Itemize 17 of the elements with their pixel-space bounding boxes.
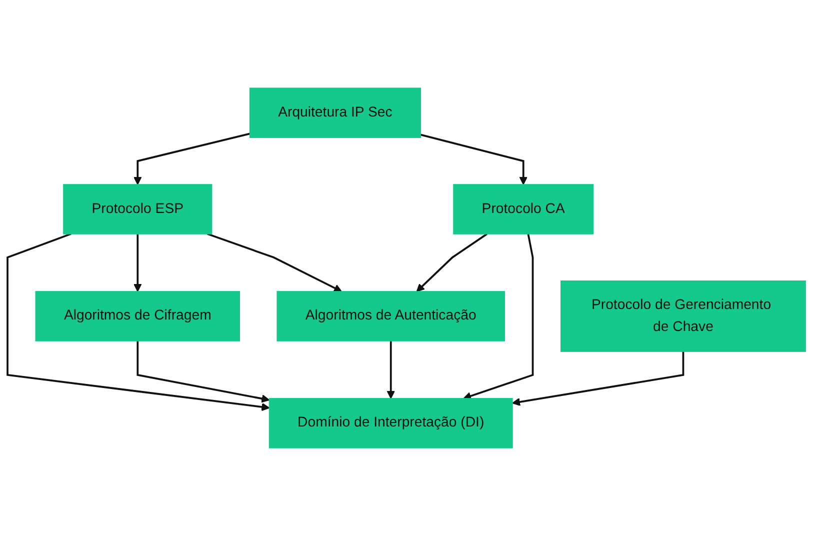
node-box: Arquitetura IP Sec: [249, 88, 421, 138]
arrow: [134, 132, 250, 185]
node-box: Protocolo ESP: [63, 184, 212, 234]
arrow: [136, 340, 270, 403]
node-box: Protocolo de Gerenciamento de Chave: [560, 280, 806, 352]
arrow: [512, 351, 684, 406]
arrow: [420, 134, 528, 185]
node-box: Algoritmos de Autenticação: [276, 291, 506, 342]
arrow: [416, 233, 488, 292]
node-box: Protocolo CA: [453, 184, 594, 234]
node-box: Domínio de Interpretação (DI): [268, 398, 513, 448]
arrow: [134, 234, 142, 292]
arrow: [207, 233, 342, 292]
node-box: Algoritmos de Cifragem: [35, 291, 240, 342]
arrow: [6, 233, 270, 412]
arrow: [386, 340, 395, 399]
arrow: [463, 234, 534, 400]
